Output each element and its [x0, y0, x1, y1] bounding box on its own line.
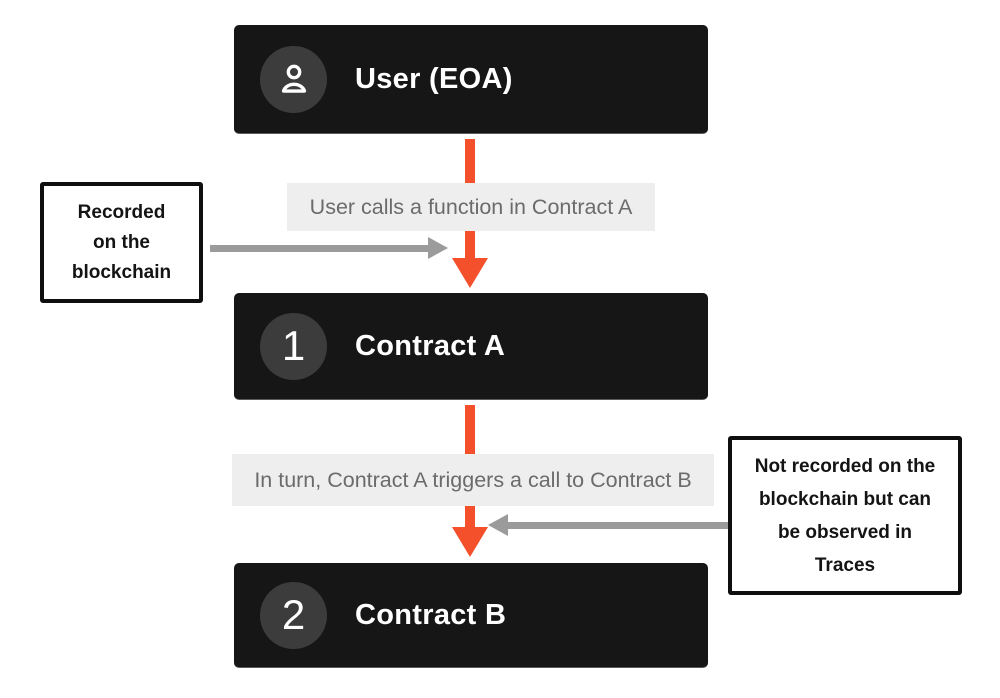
node-title-user: User (EOA) — [355, 62, 513, 95]
gray-arrow-left-line — [210, 245, 430, 252]
annotation-line: Recorded — [77, 201, 166, 223]
annotation-line: blockchain — [71, 261, 172, 283]
gray-arrow-right-line — [508, 522, 728, 529]
step-2-circle: 2 — [260, 581, 327, 649]
flow-arrow-a-to-b-head — [452, 527, 488, 557]
node-contract-b: 2 Contract B — [234, 563, 708, 668]
annotation-line: blockchain but can — [758, 488, 932, 510]
node-user-eoa: User (EOA) — [234, 25, 708, 134]
gray-arrow-right-head — [488, 514, 508, 536]
edge-label-a-to-b: In turn, Contract A triggers a call to C… — [232, 454, 714, 506]
annotation-recorded-on-blockchain: Recorded on the blockchain — [40, 182, 203, 303]
gray-arrow-left-head — [428, 237, 448, 259]
annotation-line: Traces — [814, 554, 876, 576]
flow-arrow-user-to-a-head — [452, 258, 488, 288]
annotation-line: on the — [93, 231, 150, 253]
node-contract-a: 1 Contract A — [234, 293, 708, 400]
user-icon — [281, 64, 306, 93]
user-avatar-circle — [260, 45, 327, 113]
edge-label-user-to-a: User calls a function in Contract A — [287, 183, 655, 231]
node-title-contract-a: Contract A — [355, 329, 506, 362]
annotation-line: Not recorded on the — [754, 455, 936, 477]
annotation-not-recorded-traces: Not recorded on the blockchain but can b… — [728, 436, 962, 595]
node-title-contract-b: Contract B — [355, 598, 507, 631]
annotation-line: be observed in — [777, 521, 913, 543]
step-1-circle: 1 — [260, 312, 327, 380]
